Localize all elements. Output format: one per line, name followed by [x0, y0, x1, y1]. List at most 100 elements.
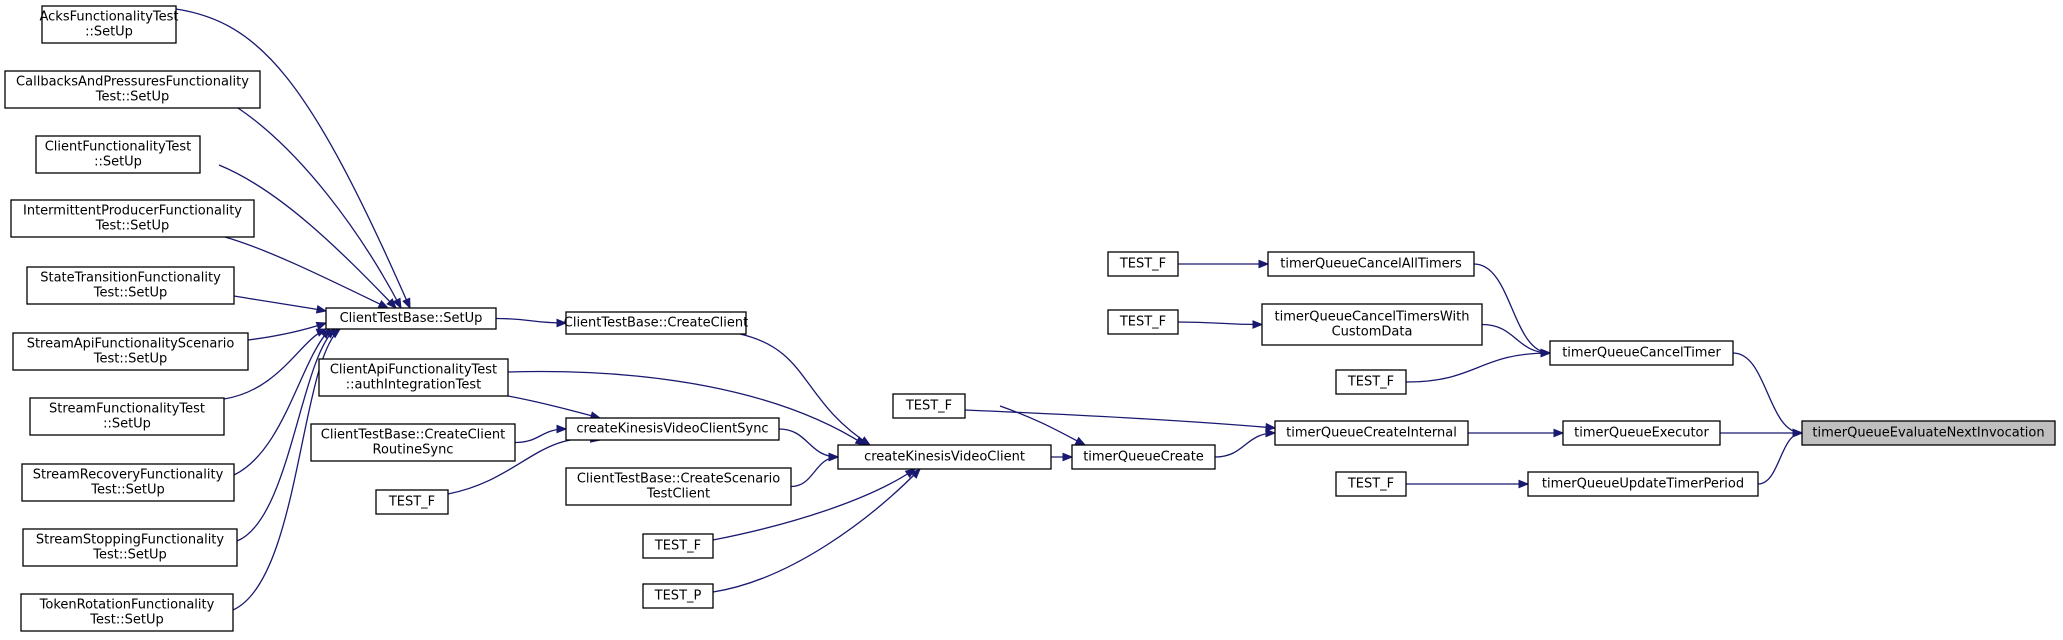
node-box [1071, 444, 1216, 470]
node-label-line: ClientApiFunctionalityTest [330, 363, 497, 378]
arrowhead-tq_create_internal-to-tq_executor [1553, 428, 1565, 438]
node-label-line: ::SetUp [85, 25, 133, 40]
node-label-line: Test::SetUp [92, 548, 166, 563]
node-label-line: TEST_P [654, 589, 702, 604]
node-box [35, 135, 201, 174]
node-test-f-b[interactable]: TEST_F [642, 533, 714, 559]
arrowhead-ckvc-to-tq_create [1062, 452, 1074, 462]
node-stream-func[interactable]: StreamFunctionalityTest::SetUp [29, 397, 225, 436]
node-acks[interactable]: AcksFunctionalityTest::SetUp [40, 5, 179, 44]
edge-test_f_e-to-tq_cancel_custom [1177, 321, 1263, 326]
node-test-f-e[interactable]: TEST_F [1107, 309, 1179, 335]
node-box [20, 593, 234, 632]
node-label-line: CustomData [1332, 325, 1413, 340]
node-ctb-create-client[interactable]: ClientTestBase::CreateClient [564, 311, 748, 335]
node-label-line: timerQueueUpdateTimerPeriod [1542, 477, 1744, 492]
node-test-f-f[interactable]: TEST_F [1335, 369, 1407, 395]
node-client-func[interactable]: ClientFunctionalityTest::SetUp [35, 135, 201, 174]
node-box [310, 423, 516, 462]
edge-ctb_setup-to-ctb_create_client [495, 317, 567, 324]
edge-tq_cancel_custom-to-tq_cancel_timer [1481, 323, 1551, 354]
node-tq-cancel-all[interactable]: timerQueueCancelAllTimers [1267, 251, 1475, 277]
edge-token_rotation-to-ctb_setup [232, 328, 341, 611]
edge-client_func-to-ctb_setup [218, 164, 397, 309]
edge-ctb_create_scenario-to-ckvc [790, 456, 839, 488]
arrowhead-test_f_c-to-tq_create [1074, 436, 1087, 446]
node-label-line: ClientTestBase::SetUp [340, 311, 483, 326]
edge-auth_test-to-ckvc_sync [507, 395, 601, 419]
edge-tq_update_period-to-tq_eval [1757, 432, 1803, 485]
node-label-line: Test::SetUp [93, 352, 167, 367]
arrowhead-intermittent-to-ctb_setup [377, 299, 390, 309]
node-box [41, 5, 177, 44]
node-label-line: timerQueueCreateInternal [1286, 426, 1457, 441]
node-stream-api[interactable]: StreamApiFunctionalityScenarioTest::SetU… [12, 332, 249, 371]
node-auth-test[interactable]: ClientApiFunctionalityTest::authIntegrat… [318, 358, 509, 397]
edge-stream_recovery-to-ctb_setup [233, 328, 331, 476]
node-label-line: TestClient [646, 487, 710, 502]
node-label-line: timerQueueCancelTimersWith [1275, 310, 1470, 325]
node-callbacks[interactable]: CallbacksAndPressuresFunctionalityTest::… [4, 70, 261, 109]
arrowhead-test_p-to-ckvc [910, 468, 921, 479]
node-box [4, 70, 261, 109]
node-intermittent[interactable]: IntermittentProducerFunctionalityTest::S… [10, 199, 255, 238]
node-tq-cancel-timer[interactable]: timerQueueCancelTimer [1549, 340, 1734, 366]
node-box [565, 467, 792, 506]
arrowhead-ctb_setup-to-ctb_create_client [556, 318, 568, 328]
edge-state_trans-to-ctb_setup [233, 295, 327, 312]
node-box [29, 397, 225, 436]
node-tq-update-period[interactable]: timerQueueUpdateTimerPeriod [1527, 471, 1759, 497]
node-box [1261, 303, 1483, 346]
node-box [1562, 420, 1721, 446]
edge-test_f_b-to-ckvc [712, 468, 916, 541]
node-box [1549, 340, 1734, 366]
node-box [1801, 420, 2056, 446]
node-label-line: ClientTestBase::CreateClient [564, 316, 748, 331]
node-tq-create[interactable]: timerQueueCreate [1071, 444, 1216, 470]
node-test-f-c[interactable]: TEST_F [892, 393, 966, 419]
node-ckvc[interactable]: createKinesisVideoClient [837, 444, 1052, 470]
node-ckvc-sync[interactable]: createKinesisVideoClientSync [565, 417, 780, 441]
node-ctb-setup[interactable]: ClientTestBase::SetUp [325, 307, 497, 330]
node-label-line: StreamRecoveryFunctionality [33, 468, 224, 483]
arrowhead-stream_api-to-ctb_setup [315, 321, 328, 331]
edge-ckvc_sync-to-ckvc [778, 428, 839, 458]
edge-stream_api-to-ctb_setup [247, 322, 327, 341]
node-box [1267, 251, 1475, 277]
node-label-line: TEST_F [1119, 315, 1166, 330]
node-test-f-g[interactable]: TEST_F [1335, 471, 1407, 497]
node-box [22, 528, 238, 567]
node-label-line: ::SetUp [94, 155, 142, 170]
node-test-p[interactable]: TEST_P [642, 583, 714, 609]
node-label-line: timerQueueCancelTimer [1562, 346, 1721, 361]
edge-acks-to-ctb_setup [175, 8, 411, 309]
edge-intermittent-to-ctb_setup [224, 236, 389, 309]
node-label-line: ClientTestBase::CreateScenario [577, 472, 780, 487]
node-label-line: TEST_F [905, 399, 952, 414]
node-label-line: TEST_F [1347, 477, 1394, 492]
arrowhead-state_trans-to-ctb_setup [315, 304, 328, 314]
node-label-line: Test::SetUp [89, 613, 163, 628]
node-tq-create-internal[interactable]: timerQueueCreateInternal [1274, 420, 1469, 446]
node-box [837, 444, 1052, 470]
edge-test_f_f-to-tq_cancel_timer [1405, 352, 1551, 383]
edges-layer [175, 8, 1804, 611]
node-test-f-a[interactable]: TEST_F [375, 489, 449, 515]
node-tq-executor[interactable]: timerQueueExecutor [1562, 420, 1721, 446]
node-tq-eval[interactable]: timerQueueEvaluateNextInvocation [1801, 420, 2056, 446]
node-label-line: createKinesisVideoClient [864, 450, 1025, 465]
node-label-line: CallbacksAndPressuresFunctionality [16, 75, 249, 90]
node-label-line: TokenRotationFunctionality [39, 598, 215, 613]
node-box [1335, 369, 1407, 395]
node-label-line: IntermittentProducerFunctionality [23, 204, 242, 219]
arrowhead-tq_update_period-to-tq_eval [1792, 428, 1804, 438]
node-test-f-d[interactable]: TEST_F [1107, 251, 1179, 277]
